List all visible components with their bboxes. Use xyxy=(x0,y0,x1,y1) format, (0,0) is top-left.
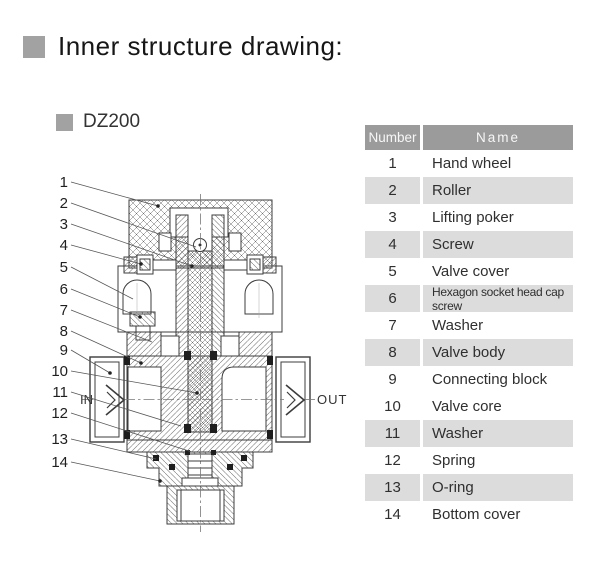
part-name-cell: Roller xyxy=(423,177,573,204)
table-row: 1 Hand wheel xyxy=(365,150,573,177)
callout-dots xyxy=(108,204,199,483)
part-name-cell: Washer xyxy=(432,317,484,334)
callout-number: 1 xyxy=(60,174,68,191)
table-row: 5 Valve cover xyxy=(365,258,573,285)
part-number-cell: 10 xyxy=(384,398,401,415)
flow-arrows xyxy=(105,384,306,416)
table-row: 6 Hexagon socket head cap screw xyxy=(365,285,573,313)
table-row: 2 Roller xyxy=(365,177,573,204)
part-number-cell: 9 xyxy=(388,371,397,388)
valve-body-geometry xyxy=(89,199,311,525)
parts-table: Number Name 1 Hand wheel 2 Roller 3 Lift… xyxy=(365,125,573,528)
callout-number: 4 xyxy=(60,237,68,254)
callout-number: 12 xyxy=(51,405,68,422)
flow-in-arrow-inner-icon xyxy=(106,391,116,409)
part-number-cell: 7 xyxy=(388,317,397,334)
part-number-cell: 2 xyxy=(365,177,420,204)
part-name-cell: Valve core xyxy=(432,398,502,415)
part-number-cell: 12 xyxy=(384,452,401,469)
part-name-cell: Hexagon socket head cap screw xyxy=(423,285,573,313)
part-name-cell: Connecting block xyxy=(432,371,548,388)
callout-number: 9 xyxy=(60,342,68,359)
table-row: 10 Valve core xyxy=(365,393,573,420)
callout-number: 14 xyxy=(51,454,68,471)
page-title: Inner structure drawing: xyxy=(58,31,344,61)
part-number-cell: 6 xyxy=(365,285,420,312)
callout-number: 8 xyxy=(60,323,68,340)
part-number-cell: 5 xyxy=(388,263,397,280)
centerlines xyxy=(82,194,315,532)
part-name-cell: Lifting poker xyxy=(432,209,514,226)
callout-number: 3 xyxy=(60,216,68,233)
callout-number: 6 xyxy=(60,281,68,298)
callout-number: 2 xyxy=(60,195,68,212)
dome-tick-lines xyxy=(136,283,260,318)
part-number-cell: 13 xyxy=(365,474,420,501)
part-name-cell: O-ring xyxy=(423,474,573,501)
table-row: 14 Bottom cover xyxy=(365,501,573,528)
table-row: 11 Washer xyxy=(365,420,573,447)
part-number-cell: 1 xyxy=(388,155,397,172)
model-header: DZ200 xyxy=(56,111,140,133)
part-name-cell: Washer xyxy=(423,420,573,447)
part-name-cell: Valve body xyxy=(423,339,573,366)
part-name-cell: Spring xyxy=(432,452,476,469)
header-number-cell: Number xyxy=(365,125,420,150)
part-name-cell: Valve cover xyxy=(432,263,510,280)
part-name-cell: Hand wheel xyxy=(432,155,512,172)
part-number-cell: 14 xyxy=(384,506,401,523)
seal-squares xyxy=(124,351,273,470)
in-label: IN xyxy=(80,392,93,407)
flow-in-arrow-icon xyxy=(105,384,126,416)
table-row: 9 Connecting block xyxy=(365,366,573,393)
table-row: 12 Spring xyxy=(365,447,573,474)
section-header: Inner structure drawing: xyxy=(23,31,343,62)
callout-number: 7 xyxy=(60,302,68,319)
callout-leaders xyxy=(70,181,198,482)
table-row: 7 Washer xyxy=(365,312,573,339)
parts-table-body: 1 Hand wheel 2 Roller 3 Lifting poker 4 … xyxy=(365,150,573,528)
flow-out-arrow-icon xyxy=(285,384,306,416)
callout-number: 10 xyxy=(51,363,68,380)
table-row: 4 Screw xyxy=(365,231,573,258)
callout-number: 11 xyxy=(52,384,68,401)
part-number-cell: 8 xyxy=(365,339,420,366)
part-number-cell: 4 xyxy=(365,231,420,258)
part-number-cell: 3 xyxy=(388,209,397,226)
header-name-cell: Name xyxy=(423,125,573,150)
model-bullet-icon xyxy=(56,113,73,131)
callout-number: 5 xyxy=(60,259,68,276)
part-name-cell: Bottom cover xyxy=(432,506,521,523)
callout-numbers: 1 2 3 4 5 6 7 8 9 10 11 12 13 14 xyxy=(51,174,68,471)
part-name-cell: Screw xyxy=(423,231,573,258)
part-number-cell: 11 xyxy=(365,420,420,447)
section-bullet-icon xyxy=(23,35,45,58)
table-row: 8 Valve body xyxy=(365,339,573,366)
table-row: 3 Lifting poker xyxy=(365,204,573,231)
table-row: 13 O-ring xyxy=(365,474,573,501)
flow-out-arrow-inner-icon xyxy=(286,391,296,409)
model-label: DZ200 xyxy=(83,111,141,132)
parts-table-header: Number Name xyxy=(365,125,573,150)
out-label: OUT xyxy=(317,392,347,407)
callout-number: 13 xyxy=(51,431,68,448)
